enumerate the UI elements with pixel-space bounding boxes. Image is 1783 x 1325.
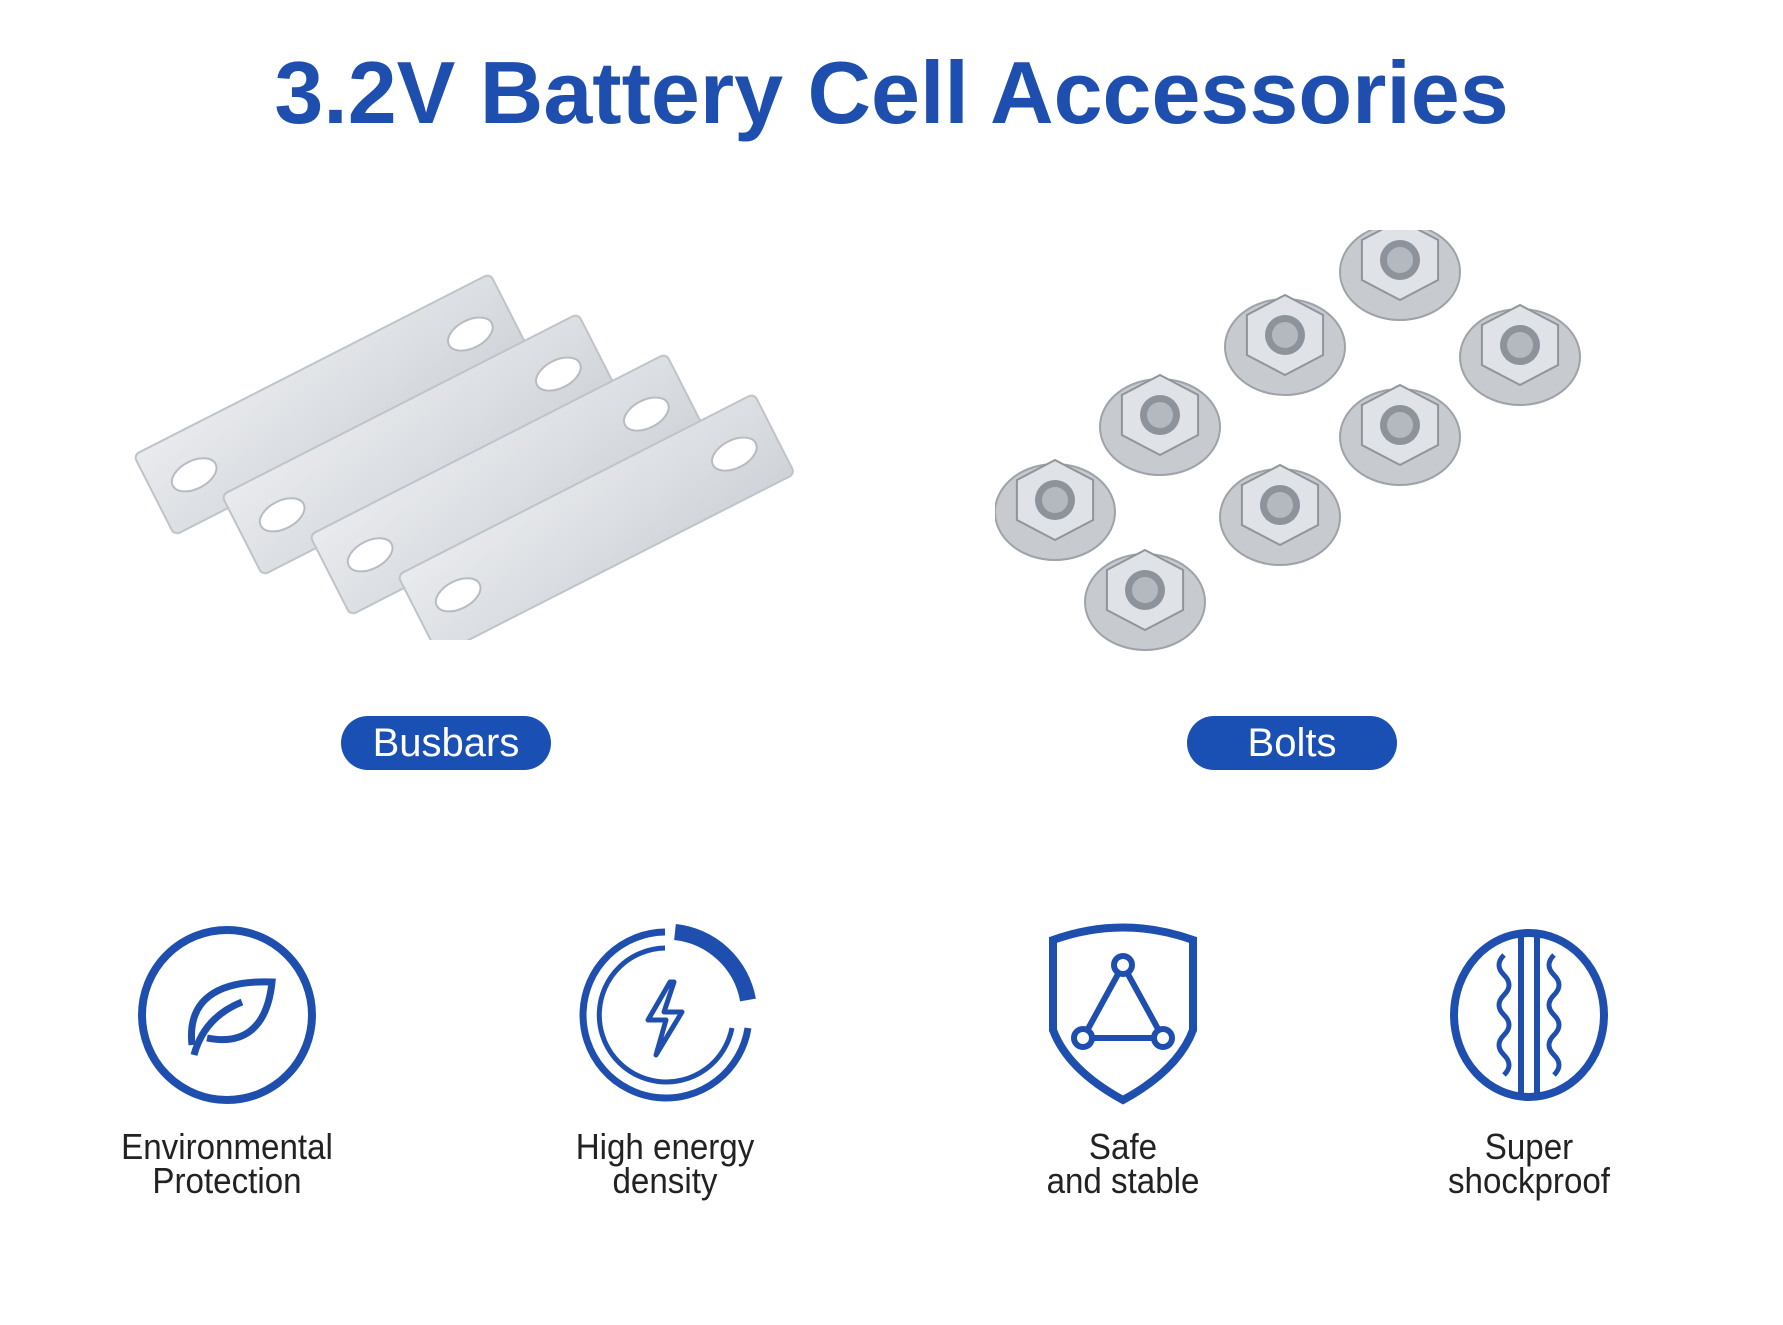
feature-label-line2: Protection: [152, 1160, 302, 1201]
flange-nut: [1219, 463, 1341, 566]
feature-label-line1: High energy: [575, 1126, 755, 1167]
shield-triangle-icon: [1049, 923, 1197, 1105]
flange-nut: [1224, 293, 1346, 396]
lightning-icon: [579, 924, 756, 1102]
flange-nut: [1459, 303, 1581, 406]
feature-label-line1: Environmental: [121, 1126, 333, 1167]
flange-nut: [1099, 373, 1221, 476]
busbar: [398, 394, 794, 640]
bolts-label: Bolts: [1187, 716, 1397, 770]
feature-label-line2: shockproof: [1447, 1160, 1611, 1201]
feature-label-line2: and stable: [1046, 1160, 1200, 1201]
feature-label-line1: Safe: [1088, 1126, 1158, 1167]
busbar: [310, 354, 706, 615]
feature-label-line2: density: [612, 1160, 718, 1201]
feature-label-line1: Super: [1484, 1126, 1574, 1167]
flange-nut: [995, 458, 1116, 561]
flange-nut: [1339, 383, 1461, 486]
page-title: 3.2V Battery Cell Accessories: [274, 43, 1509, 142]
flange-nut: [1339, 230, 1461, 321]
flange-nuts-image: [995, 230, 1581, 651]
busbar-image: [134, 274, 794, 640]
leaf-icon: [138, 926, 316, 1104]
shockproof-icon: [1450, 929, 1608, 1101]
flange-nut: [1084, 548, 1206, 651]
busbars-label: Busbars: [341, 716, 551, 770]
busbar: [222, 314, 618, 575]
